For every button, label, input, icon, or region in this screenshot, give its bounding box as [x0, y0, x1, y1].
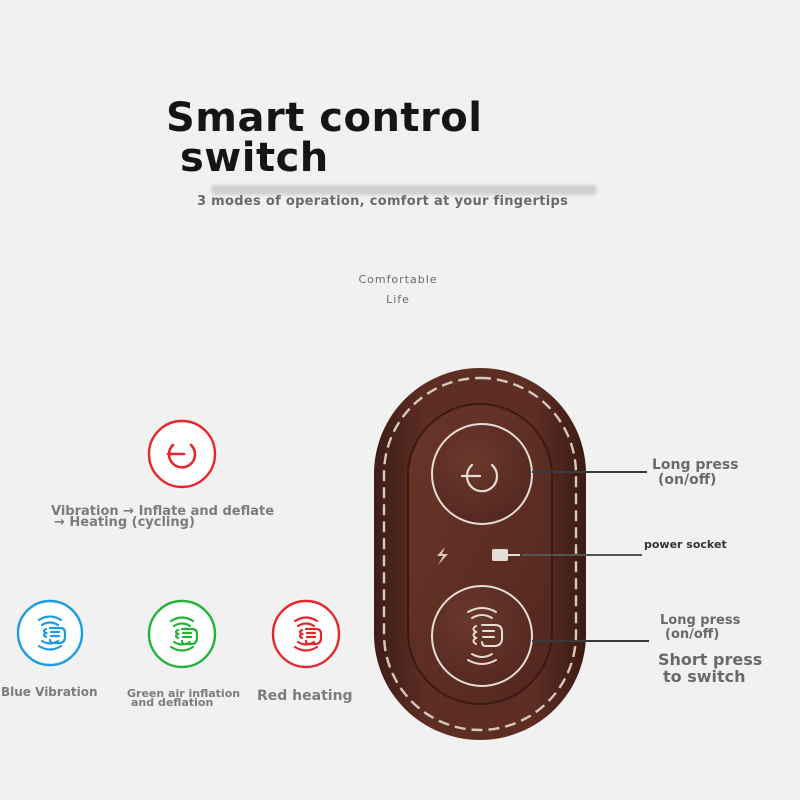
cycle-line-1: Vibration → Inflate and deflate: [51, 504, 275, 519]
green-label-line-1: Green air inflation: [127, 687, 241, 700]
tagline-line-2: Life: [386, 293, 410, 306]
switch-callout: Short press to switch: [658, 651, 762, 685]
page-title: Smart control switch: [166, 98, 482, 178]
cycle-description: Vibration → Inflate and deflate → Heatin…: [51, 504, 275, 530]
mode-callout-line-3: Short press: [658, 650, 763, 669]
mode-button[interactable]: [431, 585, 533, 687]
usb-plug-icon: [492, 549, 508, 561]
power-button-icon: [465, 463, 499, 493]
power-callout-line: [532, 471, 647, 473]
subtitle: 3 modes of operation, comfort at your fi…: [197, 194, 569, 209]
mode-callout: Long press (on/off): [660, 614, 740, 642]
power-button[interactable]: [431, 423, 533, 525]
mode-callout-line-4: to switch: [663, 667, 746, 686]
mode-callout-line-1: Long press: [660, 613, 741, 628]
green-label-line-2: and deflation: [131, 696, 214, 709]
red-heating-icon: [271, 599, 341, 669]
title-line-1: Smart control: [166, 95, 483, 141]
mode-callout-line: [532, 640, 649, 642]
blue-vibration-icon: [16, 599, 84, 667]
power-callout-line-1: Long press: [652, 457, 739, 473]
green-inflation-icon: [147, 599, 217, 669]
cycle-line-2: → Heating (cycling): [54, 515, 195, 530]
blue-vibration-label: Blue Vibration: [1, 685, 98, 699]
power-callout-line-2: (on/off): [658, 472, 717, 488]
title-line-2: switch: [180, 135, 329, 181]
power-icon: [147, 419, 217, 489]
power-callout: Long press (on/off): [652, 458, 739, 488]
lightning-icon: [437, 547, 448, 565]
socket-callout: power socket: [644, 538, 727, 551]
massage-hand-icon: [467, 607, 503, 665]
tagline-line-1: Comfortable: [358, 273, 438, 286]
green-inflation-label: Green air inflation and deflation: [127, 687, 241, 709]
blurred-text-strip: [212, 185, 597, 195]
red-heating-label: Red heating: [257, 688, 353, 704]
tagline: Comfortable Life: [350, 270, 446, 310]
mode-callout-line-2: (on/off): [665, 627, 720, 642]
socket-callout-line: [522, 554, 642, 556]
